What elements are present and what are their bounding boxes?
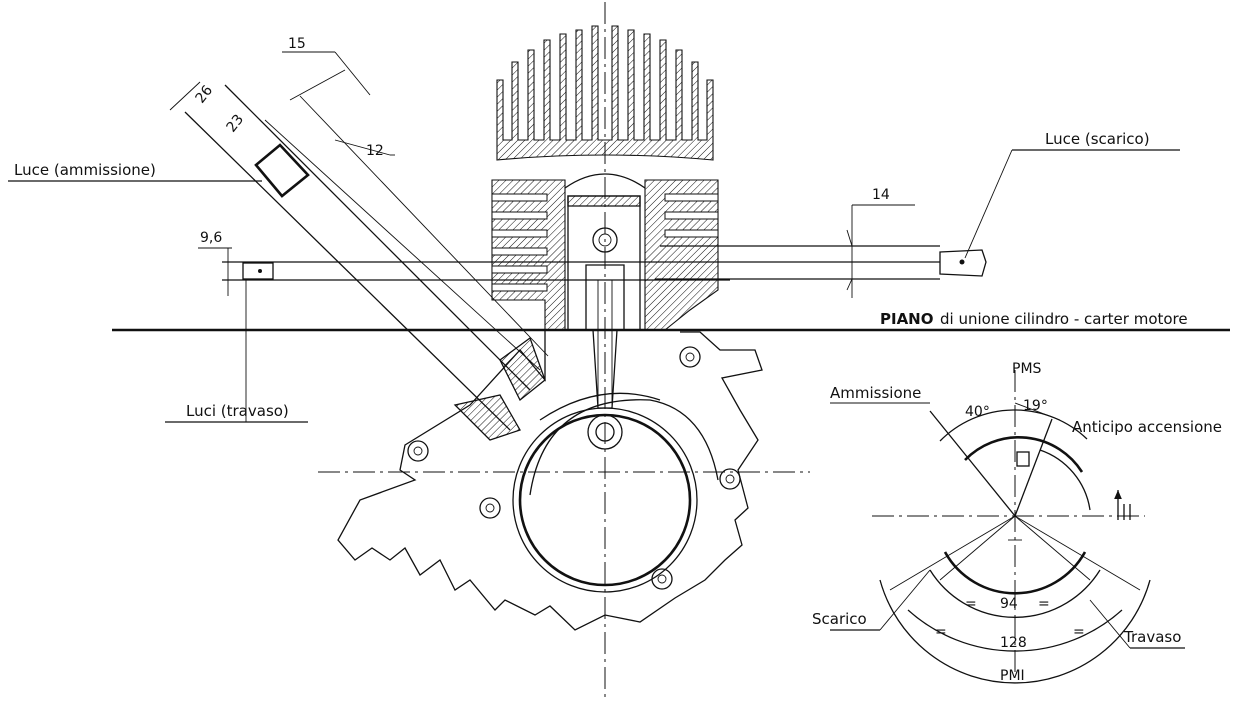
cylinder-head bbox=[496, 25, 714, 189]
pmi-text: PMI bbox=[1000, 668, 1025, 684]
timing-diagram: PMS PMI Ammissione 40° 19° Anticipo acce… bbox=[812, 361, 1222, 684]
bolt-holes bbox=[407, 346, 741, 590]
crankcase bbox=[337, 330, 763, 631]
dim-12-text: 12 bbox=[366, 143, 384, 159]
intake-duct bbox=[184, 84, 549, 431]
eq-mark-1: = bbox=[965, 596, 977, 612]
ammissione-text: Ammissione bbox=[830, 384, 921, 402]
dimension-9-6: 9,6 bbox=[198, 230, 232, 296]
label-luce-ammissione: Luce (ammissione) bbox=[8, 161, 262, 182]
dim-14-text: 14 bbox=[872, 187, 890, 203]
luci-travaso-text: Luci (travaso) bbox=[186, 402, 289, 420]
eq-mark-2: = bbox=[1038, 596, 1050, 612]
label-piano: PIANO di unione cilindro - carter motore bbox=[880, 310, 1188, 328]
angle-19-text: 19° bbox=[1023, 398, 1048, 414]
piston bbox=[567, 195, 641, 331]
dim-23-text: 23 bbox=[224, 112, 248, 136]
angle-94-text: 94 bbox=[1000, 596, 1018, 612]
eq-mark-3: = bbox=[935, 624, 947, 640]
eq-mark-4: = bbox=[1073, 624, 1085, 640]
label-luci-travaso: Luci (travaso) bbox=[165, 280, 308, 423]
piano-bold-text: PIANO bbox=[880, 310, 934, 328]
luce-ammissione-text: Luce (ammissione) bbox=[14, 161, 156, 179]
piano-rest-text: di unione cilindro - carter motore bbox=[940, 310, 1188, 328]
dimension-14: 14 bbox=[846, 187, 915, 298]
cylinder-barrel bbox=[491, 179, 719, 331]
dim-9-6-text: 9,6 bbox=[200, 230, 222, 246]
scarico-text: Scarico bbox=[812, 610, 867, 628]
intake-dimensions: 15 26 23 12 bbox=[169, 36, 395, 159]
pms-text: PMS bbox=[1012, 361, 1042, 377]
anticipo-text: Anticipo accensione bbox=[1072, 418, 1222, 436]
label-luce-scarico: Luce (scarico) bbox=[964, 130, 1180, 259]
center-lines bbox=[318, 2, 1145, 700]
luce-scarico-text: Luce (scarico) bbox=[1045, 130, 1150, 148]
dim-15-text: 15 bbox=[288, 36, 306, 52]
angle-128-text: 128 bbox=[1000, 635, 1027, 651]
port-lines bbox=[222, 245, 987, 281]
angle-40-text: 40° bbox=[965, 404, 990, 420]
travaso-text: Travaso bbox=[1123, 628, 1181, 646]
